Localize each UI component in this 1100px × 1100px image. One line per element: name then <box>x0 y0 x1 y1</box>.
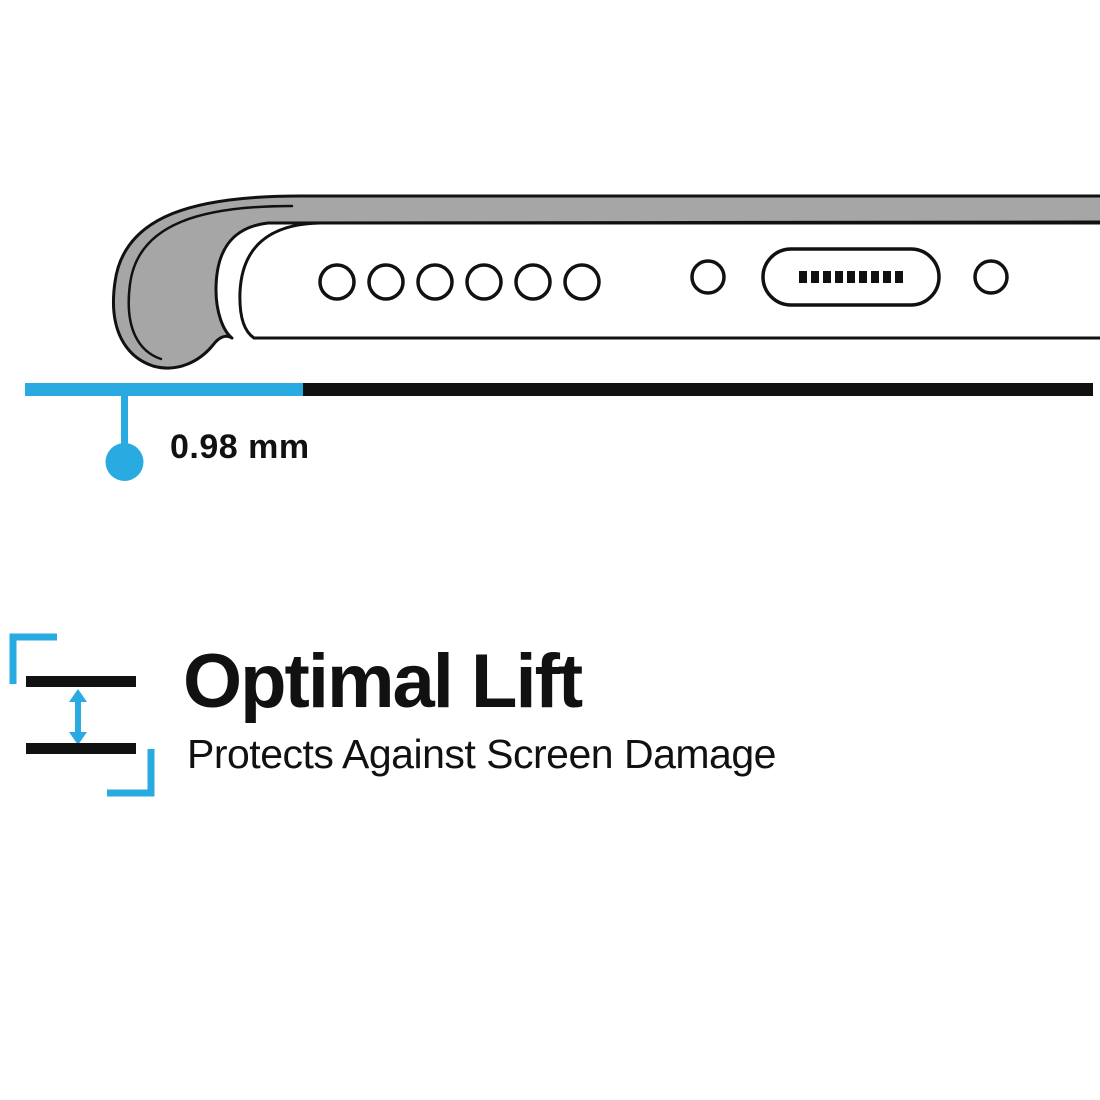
lift-icon-lower-line <box>26 743 136 754</box>
charging-port <box>761 247 941 307</box>
charging-port-pins <box>799 271 903 283</box>
measurement-pointer-line <box>121 394 128 446</box>
speaker-hole <box>367 263 405 301</box>
small-hole-right <box>973 259 1009 295</box>
measurement-indicator <box>25 383 1093 481</box>
measurement-label: 0.98 mm <box>170 428 310 466</box>
speaker-holes <box>318 263 601 301</box>
measurement-bar-lift-segment <box>25 383 303 396</box>
speaker-hole <box>318 263 356 301</box>
lift-icon-upper-line <box>26 676 136 687</box>
speaker-hole <box>465 263 503 301</box>
phone-case-illustration <box>112 194 1100 370</box>
measurement-bar-surface-segment <box>303 383 1093 396</box>
measurement-pointer-dot <box>105 443 144 481</box>
lift-icon-double-arrow <box>69 689 87 745</box>
lift-icon-top-bracket <box>9 633 57 684</box>
speaker-hole <box>416 263 454 301</box>
lift-icon <box>9 633 155 797</box>
feature-subtitle: Protects Against Screen Damage <box>187 731 776 777</box>
case-inner-contour-line <box>127 204 294 361</box>
speaker-hole <box>514 263 552 301</box>
speaker-hole <box>563 263 601 301</box>
feature-title: Optimal Lift <box>183 639 583 724</box>
lift-icon-bottom-bracket <box>107 749 155 797</box>
small-hole-left <box>690 259 726 295</box>
